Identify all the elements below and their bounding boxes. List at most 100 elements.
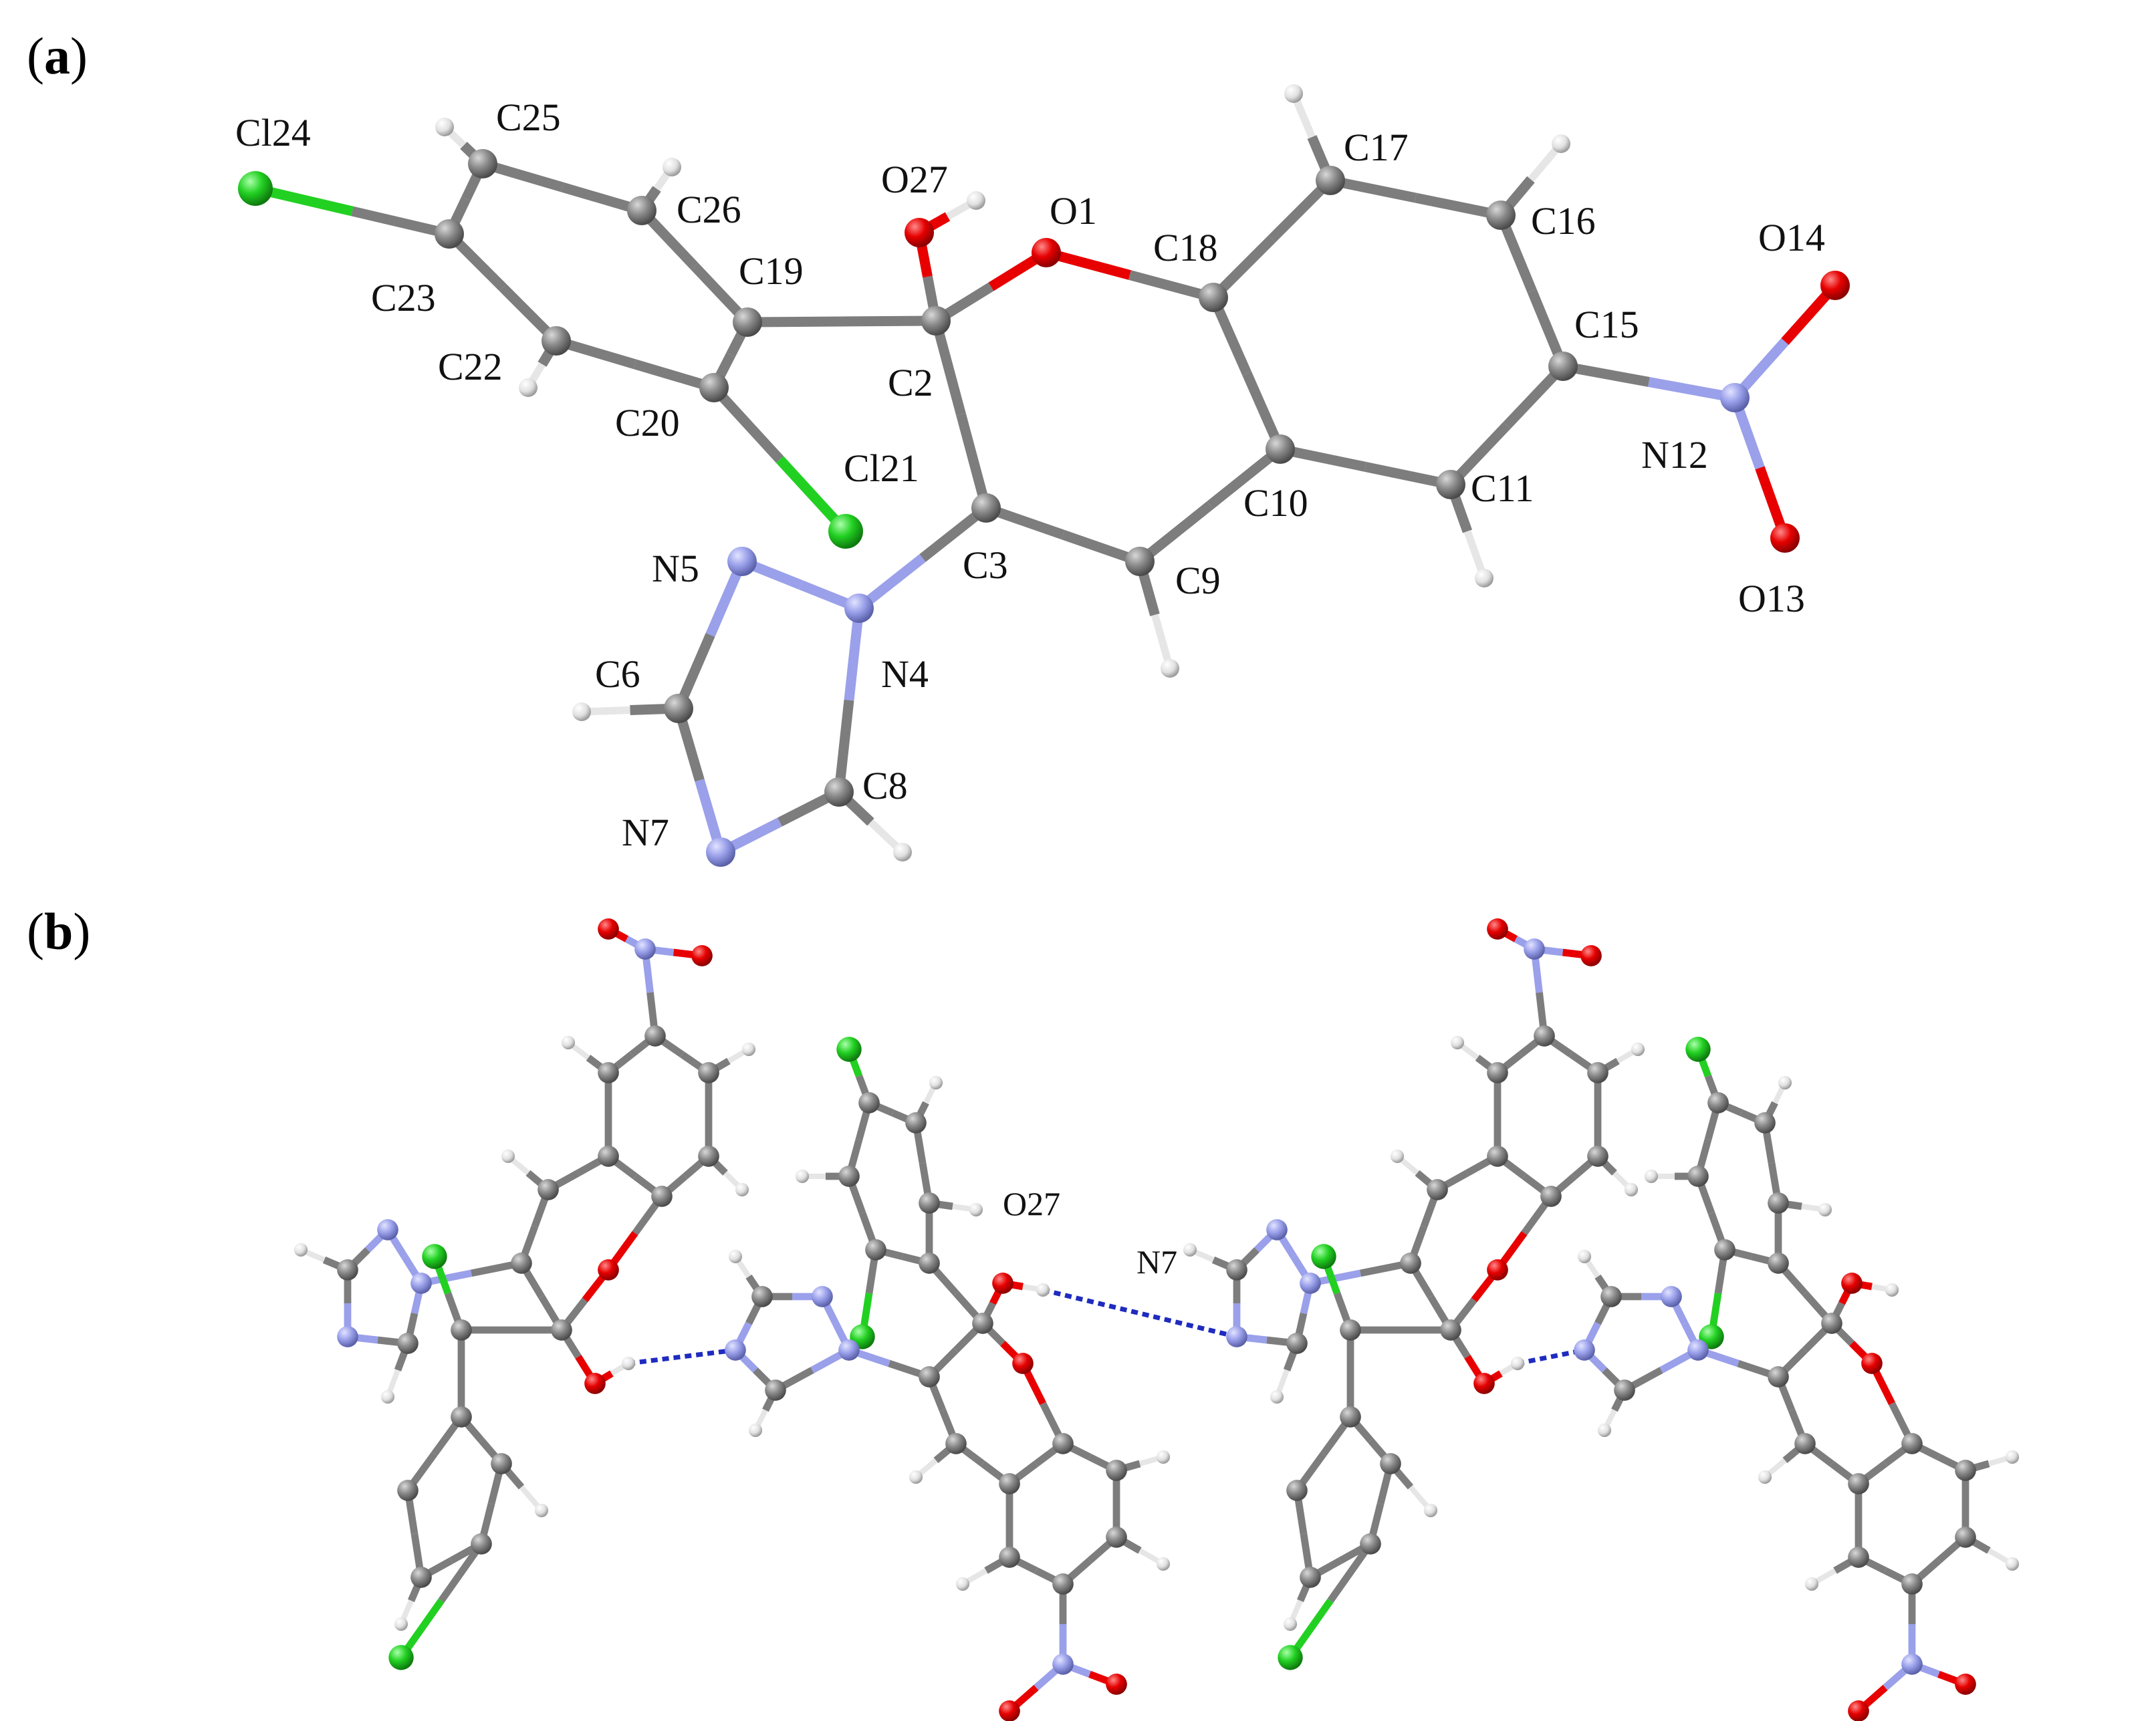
label-o27: O27 [881, 158, 948, 201]
label-c8: C8 [862, 764, 908, 807]
b2-atom [748, 1423, 763, 1438]
b3-atom [1380, 1453, 1401, 1474]
b3-atom [1510, 1356, 1525, 1371]
b1-atom [598, 1062, 619, 1083]
label-c18: C18 [1153, 226, 1218, 269]
b3-atom [1580, 945, 1602, 966]
b4-atom [1955, 1674, 1976, 1695]
b3-atom [1540, 1186, 1562, 1207]
panel-b-hbond-labels: O27 N7 [1003, 1185, 1177, 1281]
label-c19: C19 [739, 249, 804, 293]
hydrogen-bond-line [628, 1347, 736, 1366]
hbond-label-n7: N7 [1136, 1243, 1177, 1281]
a-atom [1125, 547, 1155, 576]
b3-atom [1283, 1617, 1298, 1631]
a-bond [844, 608, 864, 701]
a-atom [435, 219, 464, 249]
b4-atom [1768, 1366, 1789, 1387]
b4-atom [1687, 1166, 1709, 1187]
a-atom [727, 547, 757, 576]
a-atom [1284, 84, 1303, 103]
a-atom [1720, 383, 1750, 412]
b1-atom [534, 1503, 549, 1518]
b4-atom [1778, 1075, 1792, 1090]
b3-atom [1360, 1533, 1381, 1555]
b1-atom [551, 1319, 572, 1341]
a-atom [435, 118, 454, 136]
b3-atom [1487, 1062, 1508, 1083]
b4-atom [1707, 1092, 1729, 1113]
b4-atom [1687, 1339, 1709, 1361]
panel-b-packing [293, 918, 2020, 1721]
b1-atom [561, 1035, 576, 1050]
b3-atom [1450, 1035, 1465, 1050]
b3-atom [1624, 1182, 1639, 1197]
hydrogen-bond-line [1042, 1287, 1237, 1339]
a-bond [1207, 445, 1284, 509]
panel-a-molecule [238, 84, 1850, 867]
a-bond [931, 319, 966, 416]
label-o14: O14 [1758, 216, 1825, 259]
b2-atom [1106, 1527, 1127, 1548]
b2-atom [919, 1252, 940, 1274]
b3-atom [1631, 1042, 1645, 1057]
label-c26: C26 [677, 188, 741, 231]
b3-atom [1440, 1319, 1461, 1341]
b1-atom [491, 1453, 512, 1474]
b2-atom [865, 1239, 886, 1261]
a-atom [1032, 238, 1061, 267]
b1-atom [621, 1356, 636, 1371]
label-c20: C20 [615, 401, 680, 444]
a-atom [1161, 659, 1179, 678]
b4-atom [1901, 1573, 1923, 1595]
b1-atom [394, 1617, 408, 1631]
b4-atom [1685, 1037, 1711, 1062]
b1-atom [293, 1242, 308, 1257]
b2-atom [999, 1700, 1020, 1721]
label-c3: C3 [963, 543, 1008, 587]
b2-atom [1052, 1573, 1074, 1595]
label-cl24: Cl24 [235, 111, 311, 154]
b3-atom [1473, 1373, 1495, 1394]
b4-atom [1821, 1313, 1842, 1334]
b4-atom [1804, 1577, 1819, 1591]
panel-label-a: (a) [27, 27, 88, 85]
b4-atom [1577, 1249, 1592, 1264]
a-atom [905, 218, 934, 247]
b3-atom [1340, 1406, 1361, 1428]
b3-atom [1534, 1025, 1555, 1047]
b3-atom [1400, 1252, 1421, 1274]
b2-atom [909, 1470, 923, 1484]
label-c16: C16 [1531, 199, 1596, 243]
a-atom [1548, 352, 1578, 381]
b3-atom [1270, 1389, 1284, 1404]
b1-atom [451, 1319, 472, 1341]
b3-atom [1286, 1333, 1308, 1354]
label-c17: C17 [1344, 126, 1409, 169]
b3-atom [1427, 1179, 1448, 1200]
b2-atom [945, 1433, 967, 1454]
a-bond [351, 206, 451, 239]
hbond-label-o27: O27 [1003, 1185, 1060, 1222]
b2-atom [919, 1366, 940, 1387]
b2-atom [838, 1339, 860, 1361]
b2-atom [1052, 1653, 1074, 1675]
b2-atom [1106, 1674, 1127, 1695]
b4-atom [1768, 1192, 1789, 1214]
a-atom [1475, 569, 1493, 587]
b3-atom [1286, 1480, 1308, 1501]
a-atom [1486, 201, 1516, 230]
a-atom [1820, 271, 1850, 300]
a-atom [706, 837, 735, 867]
b2-atom [1156, 1557, 1171, 1571]
b4-atom [1885, 1283, 1899, 1297]
a-atom [238, 171, 273, 206]
b1-atom [410, 1273, 432, 1294]
label-n12: N12 [1641, 433, 1708, 477]
b2-atom [838, 1166, 860, 1187]
b2-atom [1156, 1450, 1171, 1464]
b4-atom [1955, 1527, 1976, 1548]
b3-atom [1487, 918, 1508, 940]
b4-atom [1901, 1653, 1923, 1675]
